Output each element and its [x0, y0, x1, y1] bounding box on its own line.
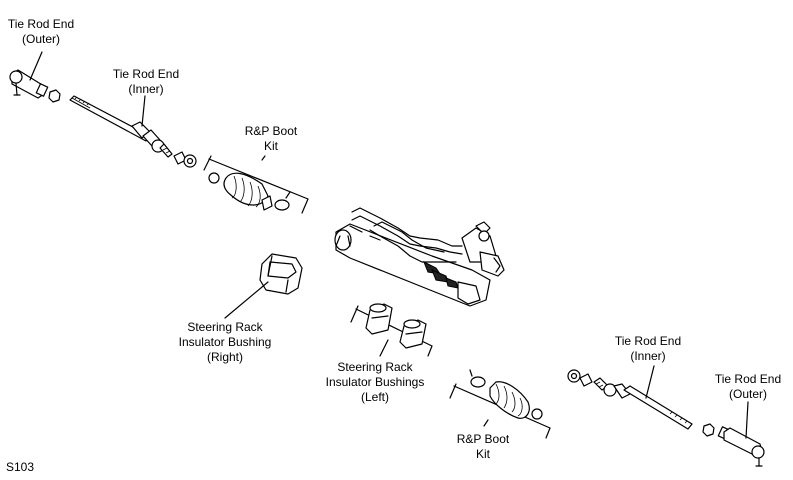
boot-clamp-lower — [469, 369, 486, 388]
leader-outer-left — [29, 51, 43, 81]
leader-bushings-left — [379, 339, 389, 357]
rp-boot-kit-upper-bracket — [203, 155, 309, 214]
label-line: Tie Rod End — [614, 334, 682, 348]
label-line: Kit — [475, 447, 490, 461]
leader-inner-left — [141, 95, 146, 127]
leader-boot-lower — [483, 419, 489, 427]
label-tie-rod-end-outer-right: Tie Rod End (Outer) — [708, 372, 788, 402]
label-line: Steering Rack — [187, 320, 263, 334]
label-tie-rod-end-inner-left: Tie Rod End (Inner) — [106, 67, 186, 97]
label-line: Insulator Bushings — [325, 375, 425, 389]
outer-tie-rod-end-left — [9, 69, 49, 99]
label-line: Tie Rod End — [7, 17, 75, 31]
label-line: Tie Rod End — [112, 67, 180, 81]
insulator-bushing-right — [259, 253, 303, 295]
label-line: (Outer) — [21, 32, 60, 46]
leader-boot-upper — [261, 155, 266, 161]
insulator-bushing-left-b — [399, 319, 427, 349]
label-line: R&P Boot — [244, 124, 298, 138]
label-line: Steering Rack — [337, 360, 413, 374]
label-line: Tie Rod End — [714, 372, 782, 386]
label-insulator-bushings-left: Steering Rack Insulator Bushings (Left) — [316, 360, 434, 405]
leader-outer-right — [745, 401, 749, 439]
label-line: (Inner) — [128, 82, 164, 96]
label-insulator-bushing-right: Steering Rack Insulator Bushing (Right) — [170, 320, 280, 365]
inner-tie-rod-left — [69, 95, 173, 158]
label-line: (Inner) — [630, 349, 666, 363]
figure-code: S103 — [6, 460, 35, 474]
insulator-bushing-left-a — [365, 303, 393, 335]
inner-tie-rod-right — [593, 377, 693, 430]
label-line: R&P Boot — [456, 432, 510, 446]
steering-rack-housing — [334, 207, 505, 307]
tie-rod-jam-nut-right — [702, 423, 715, 437]
label-line: (Right) — [206, 350, 243, 364]
label-line: Insulator Bushing — [178, 335, 272, 349]
rp-boot-upper — [208, 172, 273, 211]
rp-boot-lower — [489, 381, 543, 420]
label-line: (Left) — [360, 390, 389, 404]
tie-rod-lock-washer-right — [567, 369, 593, 387]
leader-bushing-right — [224, 281, 269, 319]
label-rp-boot-kit-upper: R&P Boot Kit — [233, 124, 309, 154]
label-line: (Outer) — [728, 387, 767, 401]
outer-tie-rod-end-right — [717, 426, 765, 467]
label-rp-boot-kit-lower: R&P Boot Kit — [445, 432, 521, 462]
label-tie-rod-end-outer-left: Tie Rod End (Outer) — [2, 17, 80, 47]
tie-rod-lock-washer-left — [173, 151, 197, 168]
boot-clamp-upper — [274, 191, 291, 211]
leader-inner-right — [645, 365, 655, 399]
tie-rod-jam-nut-left — [48, 89, 61, 103]
label-line: Kit — [263, 139, 278, 153]
label-tie-rod-end-inner-right: Tie Rod End (Inner) — [608, 334, 688, 364]
